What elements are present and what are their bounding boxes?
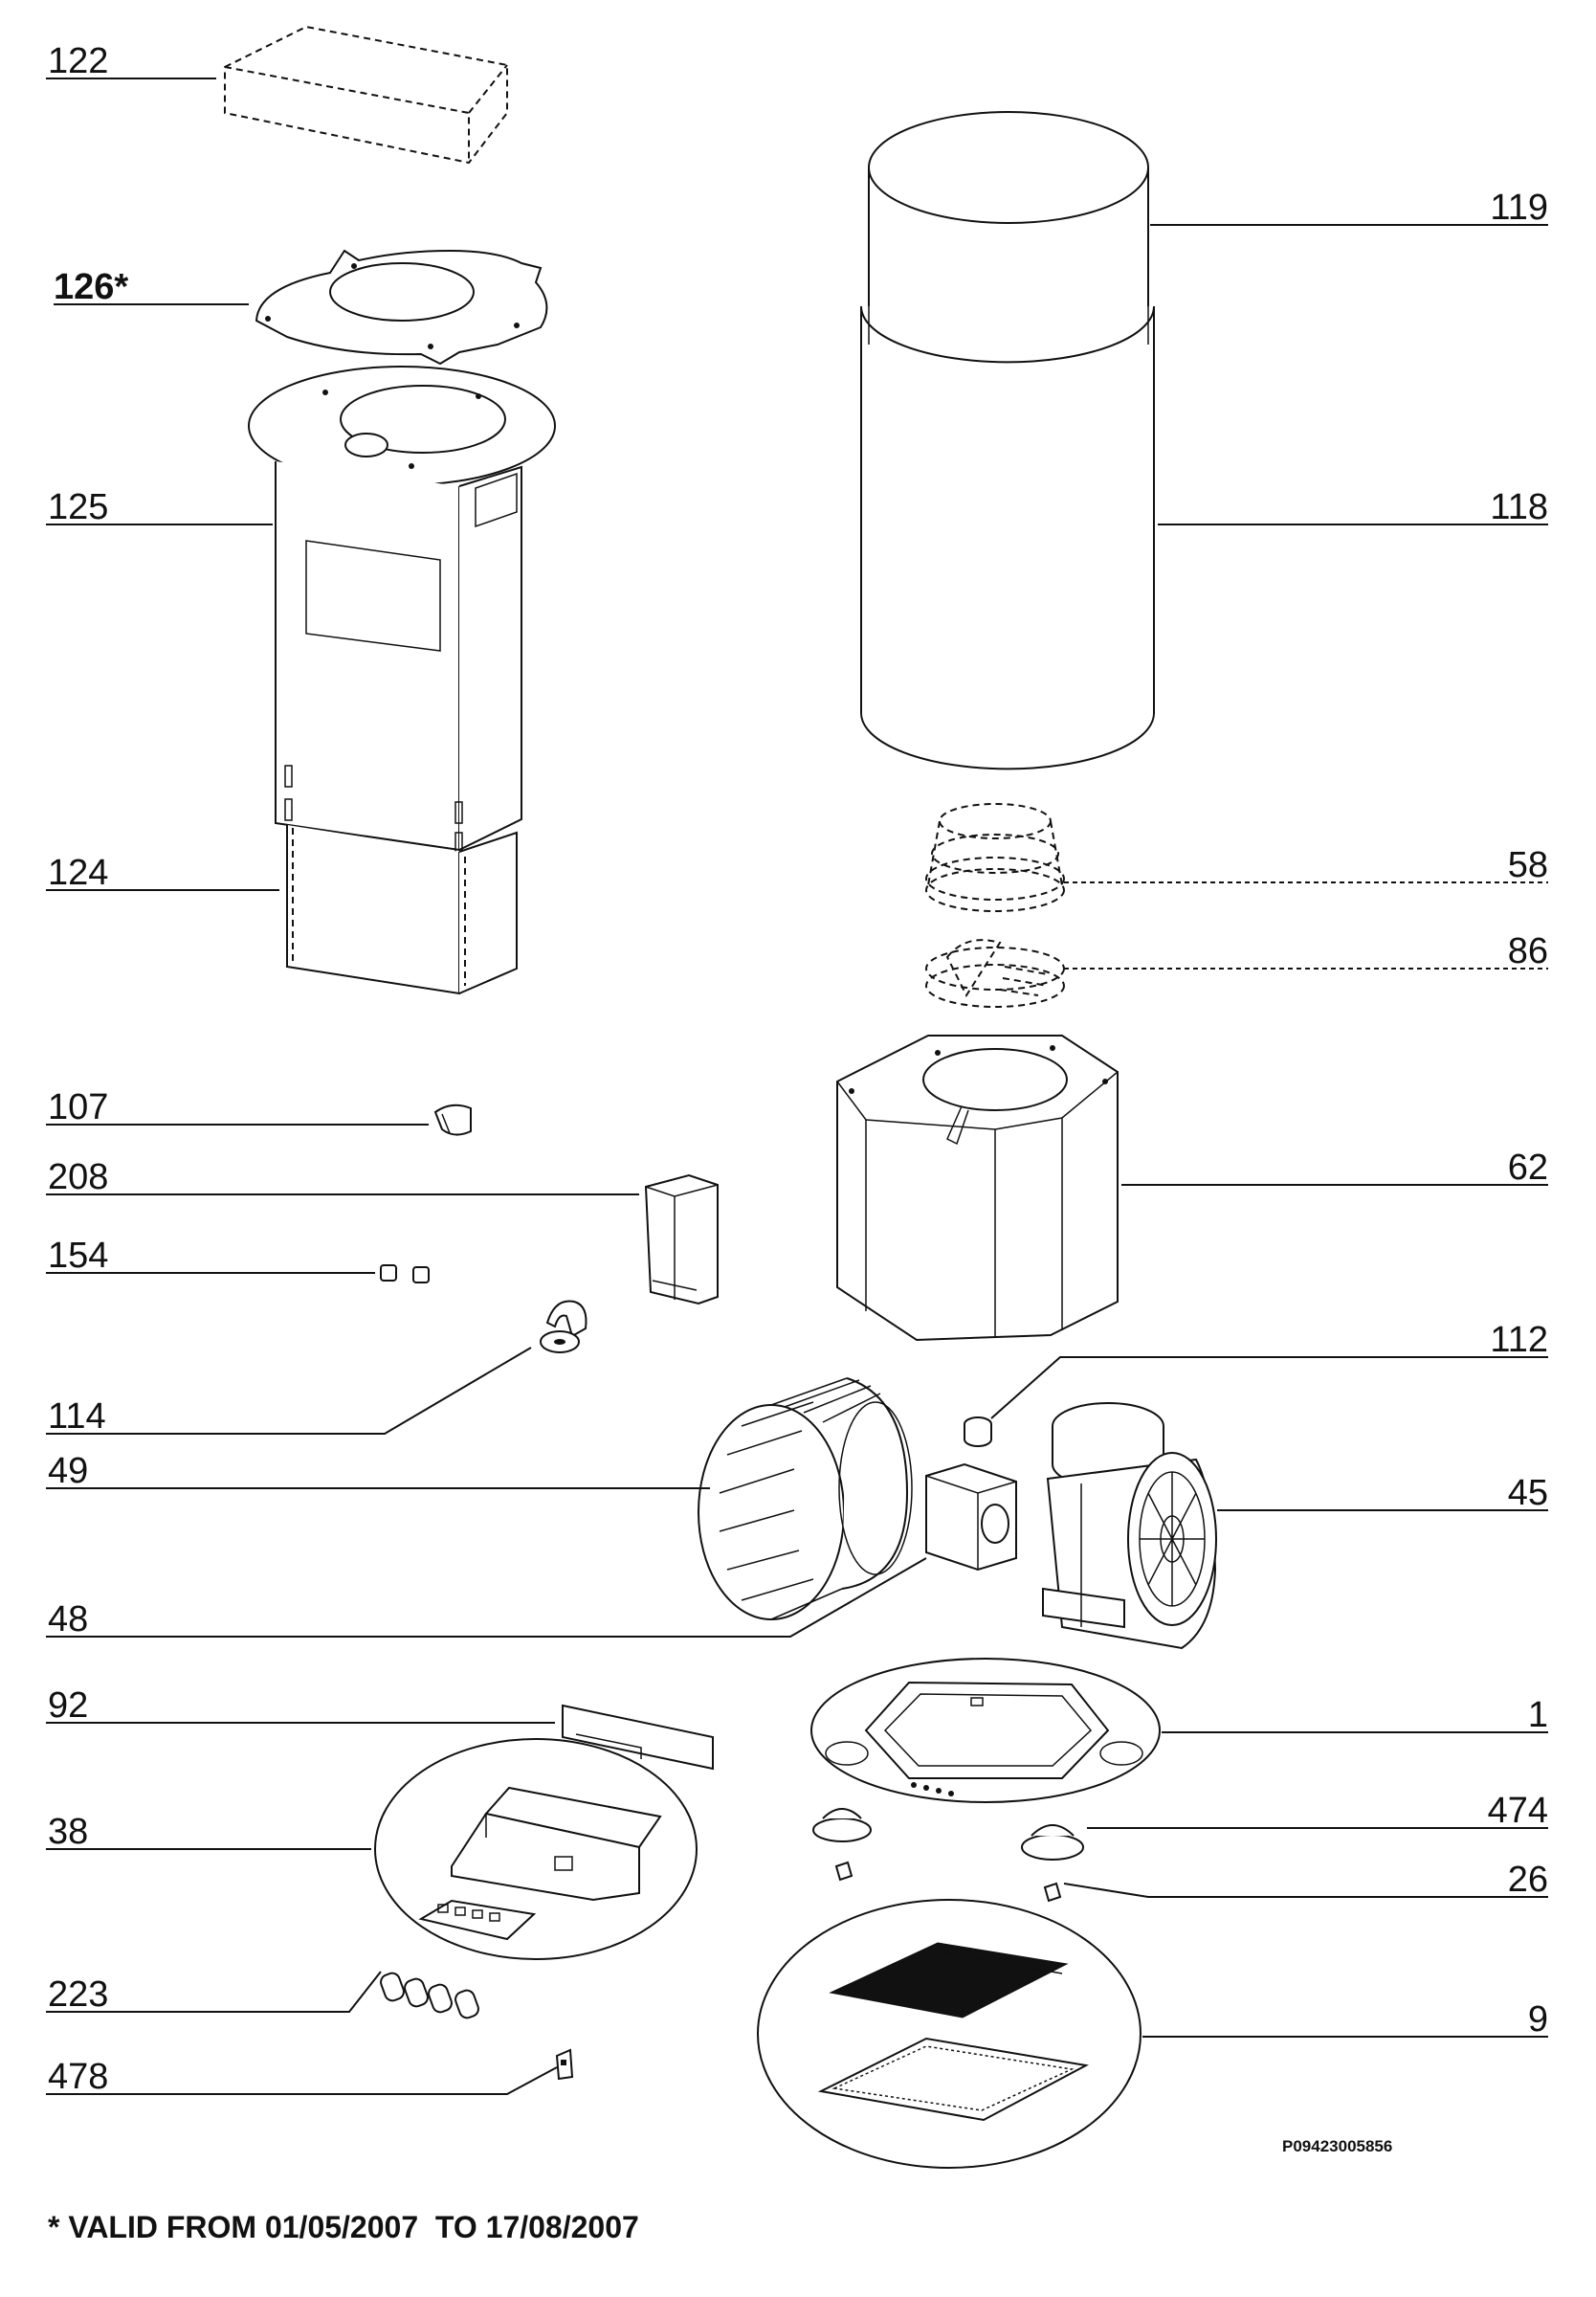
label-107: 107 (48, 1087, 108, 1127)
part-49-fan-wheel (698, 1377, 913, 1620)
label-86: 86 (1508, 931, 1548, 971)
part-45-motor-blower (1042, 1402, 1217, 1650)
part-107-clip (433, 1104, 472, 1136)
label-118: 118 (1490, 487, 1548, 527)
part-118-lower-cylinder (860, 305, 1155, 770)
label-154: 154 (48, 1236, 108, 1276)
part-labels: 122 126* 125 124 107 208 154 114 49 48 9… (48, 41, 1548, 2097)
part-125-chimney-upper (248, 366, 556, 855)
part-1-hood-body (810, 1658, 1161, 1803)
label-124: 124 (48, 853, 108, 893)
part-112-knob (964, 1416, 992, 1447)
label-49: 49 (48, 1451, 88, 1491)
part-38-control-board (374, 1738, 698, 1960)
label-119: 119 (1490, 188, 1548, 228)
part-208-electronic-box (644, 1173, 719, 1305)
part-9-filters (757, 1899, 1142, 2169)
label-223: 223 (48, 1974, 108, 2015)
label-62: 62 (1508, 1148, 1548, 1188)
label-48: 48 (48, 1599, 88, 1639)
label-9: 9 (1528, 1999, 1548, 2040)
label-125: 125 (48, 487, 108, 527)
part-478-tab (555, 2048, 574, 2081)
label-474: 474 (1488, 1791, 1548, 1831)
label-45: 45 (1508, 1473, 1548, 1513)
label-122: 122 (48, 41, 108, 81)
part-122-duct (224, 25, 508, 165)
label-478: 478 (48, 2057, 108, 2097)
part-126-top-plate (255, 249, 548, 366)
part-62-motor-housing (836, 1035, 1119, 1342)
label-26: 26 (1508, 1860, 1548, 1900)
part-223-cylinders (380, 1972, 479, 2019)
label-208: 208 (48, 1157, 108, 1197)
label-114: 114 (48, 1396, 106, 1437)
part-48-capacitor (925, 1462, 1017, 1572)
part-124-chimney-lower (286, 825, 518, 995)
label-112: 112 (1490, 1320, 1548, 1360)
part-92-bracket (562, 1704, 714, 1771)
part-58-connector (925, 803, 1065, 912)
part-474-lamp-holders (812, 1808, 1084, 1861)
label-92: 92 (48, 1685, 88, 1726)
label-58: 58 (1508, 845, 1548, 885)
validity-footnote: * VALID FROM 01/05/2007 TO 17/08/2007 (48, 2210, 639, 2244)
part-114-cable-clamp (540, 1300, 587, 1353)
label-1: 1 (1528, 1695, 1548, 1735)
part-26-lamps (834, 1861, 1062, 1903)
leader-lines (46, 78, 1548, 2095)
label-126: 126* (54, 267, 128, 307)
part-154-clips (380, 1264, 430, 1283)
part-86-valve (925, 939, 1065, 1008)
drawing-code: P09423005856 (1282, 2137, 1392, 2155)
label-38: 38 (48, 1812, 88, 1852)
